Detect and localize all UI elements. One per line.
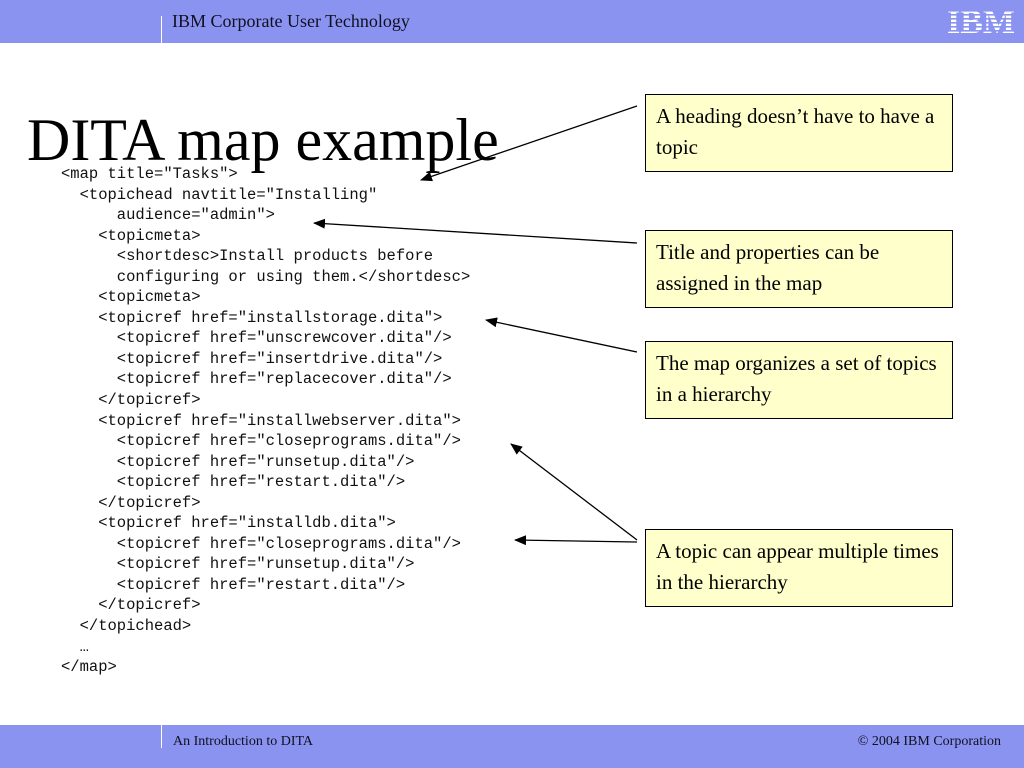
header-bar: IBM Corporate User Technology IBM — [0, 0, 1024, 43]
footer-bar: An Introduction to DITA © 2004 IBM Corpo… — [0, 725, 1024, 768]
svg-text:IBM: IBM — [947, 4, 1015, 38]
code-line: <topicref href="runsetup.dita"/> — [61, 452, 415, 471]
callout-multiple-times: A topic can appear multiple times in the… — [645, 529, 953, 607]
header-org-name: IBM Corporate User Technology — [172, 11, 410, 31]
code-line: <map title="Tasks"> — [61, 165, 238, 183]
code-line: <topicmeta> — [61, 226, 201, 245]
code-line: <topicmeta> — [61, 288, 201, 307]
code-line: </topicref> — [61, 391, 201, 410]
code-line: </map> — [61, 658, 117, 677]
code-line: </topicref> — [61, 493, 201, 512]
code-line: <topicref href="installstorage.dita"> — [61, 308, 443, 327]
callout-title-properties: Title and properties can be assigned in … — [645, 230, 953, 308]
code-line: <topicref href="replacecover.dita"/> — [61, 370, 452, 389]
code-line: <topicref href="runsetup.dita"/> — [61, 555, 415, 574]
code-line: … — [61, 637, 89, 656]
code-line: <topicref href="unscrewcover.dita"/> — [61, 329, 452, 348]
code-line: audience="admin"> — [61, 206, 275, 225]
code-line: <topicref href="restart.dita"/> — [61, 473, 406, 492]
code-line: <shortdesc>Install products before — [61, 247, 434, 266]
callout-heading: A heading doesn’t have to have a topic — [645, 94, 953, 172]
code-line: <topichead navtitle="Installing" — [61, 185, 378, 204]
callout-hierarchy: The map organizes a set of topics in a h… — [645, 341, 953, 419]
code-line: <topicref href="installwebserver.dita"> — [61, 411, 461, 430]
footer-course-title: An Introduction to DITA — [173, 734, 314, 749]
header-divider — [161, 16, 162, 43]
footer-divider — [161, 725, 162, 748]
code-line: <topicref href="closeprograms.dita"/> — [61, 534, 461, 553]
code-line: </topichead> — [61, 617, 192, 636]
code-line: </topicref> — [61, 596, 201, 615]
code-line: <topicref href="restart.dita"/> — [61, 575, 406, 594]
arrow-hierarchy — [485, 317, 638, 353]
slide-title: DITA map example — [27, 107, 499, 173]
arrow-multiple-2 — [514, 535, 638, 546]
footer-copyright: © 2004 IBM Corporation — [857, 734, 1001, 749]
code-line: <topicref href="insertdrive.dita"/> — [61, 349, 443, 368]
code-block: <map title="Tasks"> <topichead navtitle=… — [61, 164, 470, 678]
code-line: <topicref href="installdb.dita"> — [61, 514, 396, 533]
arrow-multiple-1 — [510, 443, 638, 541]
code-line: configuring or using them.</shortdesc> — [61, 267, 471, 286]
code-line: <topicref href="closeprograms.dita"/> — [61, 432, 461, 451]
ibm-logo: IBM — [944, 4, 1018, 38]
